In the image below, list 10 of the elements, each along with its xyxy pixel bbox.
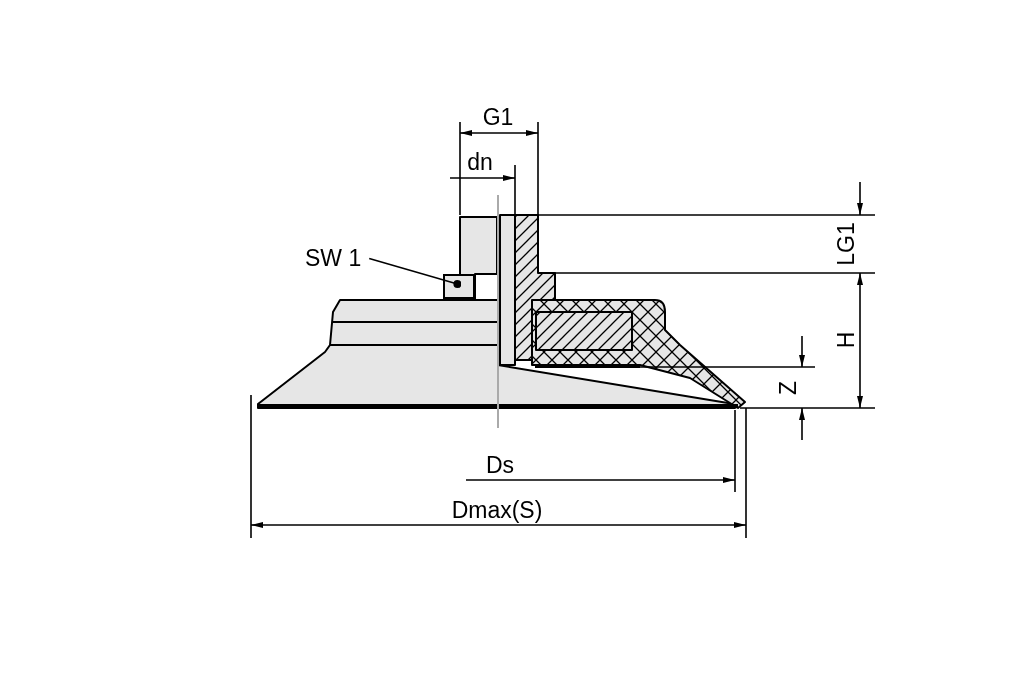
part-label: SW 1: [305, 247, 362, 270]
dimension-label: dn: [467, 150, 493, 174]
dimension-label: Ds: [485, 453, 515, 477]
dimension-label: G1: [482, 105, 514, 129]
dimension-label: Z: [776, 380, 800, 396]
hex-nut: [443, 274, 475, 299]
leader-line: [368, 257, 462, 288]
dimension-label: LG1: [834, 222, 858, 266]
dimension-label: H: [834, 331, 858, 349]
dimension-label: Dmax(S): [451, 498, 543, 522]
